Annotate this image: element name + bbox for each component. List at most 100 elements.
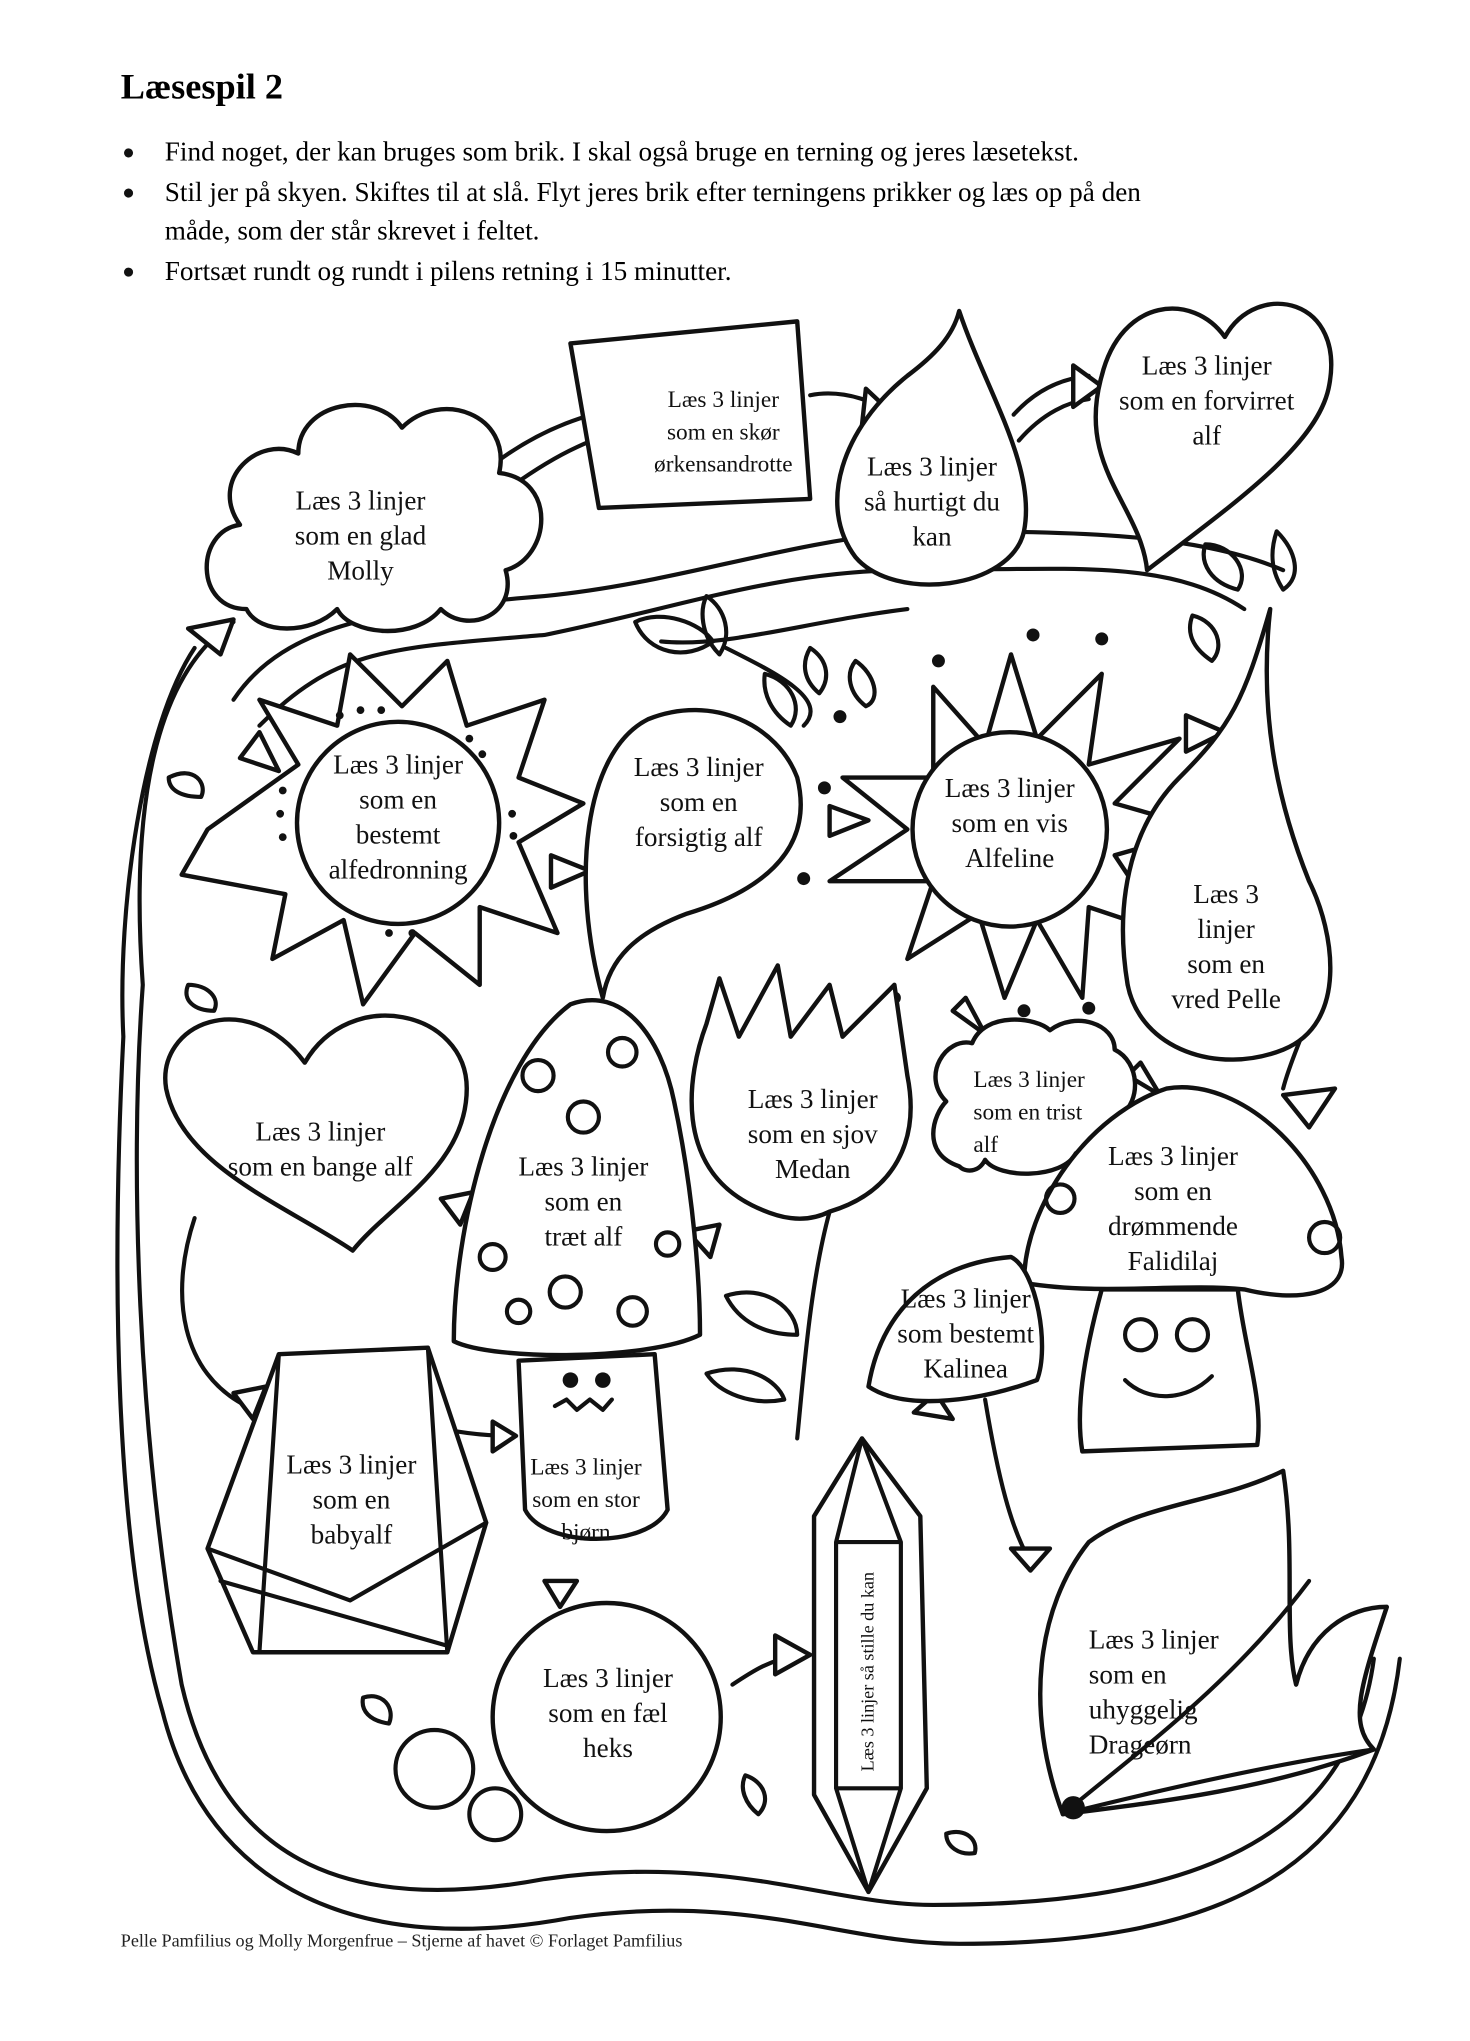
field-bestemt-kalinea: Læs 3 linjer som bestemt Kalinea (897, 1284, 1034, 1384)
field-text: bestemt (356, 820, 441, 850)
heart-icon (1093, 301, 1334, 573)
gem-icon (205, 1345, 489, 1655)
field-text: som en skør (667, 419, 780, 445)
arrow-icon (542, 1578, 580, 1610)
field-text: som en (313, 1484, 391, 1514)
square-icon (568, 319, 813, 511)
field-text: Læs 3 linjer (945, 773, 1075, 803)
arrow-icon (548, 853, 593, 890)
bubble-icon (467, 1786, 524, 1843)
eye-icon (1174, 1317, 1211, 1353)
field-traet-alf: Læs 3 linjer som en træt alf (518, 1151, 648, 1251)
field-text: Læs 3 linjer (867, 452, 997, 482)
field-alfeline: Læs 3 linjer som en vis Alfeline (945, 773, 1075, 873)
field-text: som en glad (295, 520, 427, 550)
field-text: som en (660, 787, 738, 817)
field-text: uhyggelig (1089, 1694, 1198, 1724)
field-text: Læs 3 linjer (973, 1067, 1085, 1093)
field-text: som en trist (973, 1100, 1082, 1126)
arrow-icon (1183, 713, 1228, 754)
field-text: Læs 3 linjer (1089, 1624, 1219, 1654)
field-text: som en (1187, 949, 1265, 979)
field-text: alf (1192, 420, 1222, 450)
field-text: Læs 3 linjer så stille du kan (858, 1572, 878, 1771)
field-uhyggelig-drageoern: Læs 3 linjer som en uhyggelig Drageørn (1089, 1624, 1219, 1759)
field-text: som en fæl (548, 1698, 668, 1728)
leaf-icon (704, 1209, 832, 1441)
eye-icon (595, 1372, 611, 1388)
field-forvirret-alf: Læs 3 linjer som en forvirret alf (1119, 351, 1295, 451)
field-text: ørkensandrotte (654, 452, 793, 478)
instruction-1: Find noget, der kan bruges som brik. I s… (165, 137, 1079, 167)
field-bange-alf: Læs 3 linjer som en bange alf (228, 1116, 414, 1181)
tulip-icon (689, 963, 913, 1221)
field-stille: Læs 3 linjer så stille du kan (858, 1572, 878, 1771)
arrow-icon (1071, 363, 1104, 410)
arrow-icon (950, 995, 988, 1037)
field-text: drømmende (1108, 1211, 1238, 1241)
field-text: som en bange alf (228, 1151, 414, 1181)
heart-icon (163, 1013, 469, 1253)
field-text: Læs 3 linjer (1108, 1141, 1238, 1171)
field-text: Læs 3 linjer (543, 1663, 673, 1693)
field-alfedronning: Læs 3 linjer som en bestemt alfedronning (329, 750, 468, 885)
field-stor-bjoern: Læs 3 linjer som en stor bjørn (530, 1455, 642, 1546)
eye-icon (562, 1372, 579, 1388)
field-text: som en vis (952, 808, 1068, 838)
bullet-icon (123, 148, 134, 158)
leaf-icon (583, 707, 803, 1001)
field-text: som en forvirret (1119, 385, 1295, 415)
star-flower-icon (797, 628, 1208, 1018)
field-text: Læs 3 linjer (333, 750, 463, 780)
field-trist-alf: Læs 3 linjer som en trist alf (973, 1067, 1085, 1158)
field-text: Læs 3 linjer (518, 1151, 648, 1181)
field-text: babyalf (311, 1519, 394, 1549)
arrow-icon (237, 729, 282, 774)
arrow-icon (1280, 1086, 1338, 1130)
circle-icon (490, 1600, 723, 1834)
mushroom-icon (451, 997, 703, 1542)
board-shapes (163, 301, 1390, 1895)
drop-icon (1120, 606, 1333, 1062)
arrow-icon (1008, 1546, 1053, 1573)
field-sjov-medan: Læs 3 linjer som en sjov Medan (748, 1084, 878, 1184)
leaf-icon (166, 771, 978, 1856)
field-babyalf: Læs 3 linjer som en babyalf (286, 1449, 416, 1549)
field-text: som en (359, 785, 437, 815)
field-text: Medan (775, 1154, 851, 1184)
field-text: Læs 3 linjer (668, 387, 780, 413)
field-text: som bestemt (897, 1319, 1034, 1349)
field-text: linjer (1197, 914, 1254, 944)
field-text: Læs 3 linjer (296, 485, 426, 515)
field-text: Læs 3 linjer (286, 1449, 416, 1479)
cloud-icon (204, 402, 544, 634)
arrow-icon (772, 1633, 813, 1677)
field-skoer-oerkensandrotte: Læs 3 linjer som en skør ørkensandrotte (654, 387, 793, 478)
flower-bud-icon (1038, 1468, 1390, 1820)
bullet-icon (123, 188, 134, 198)
field-text: som en sjov (748, 1119, 878, 1149)
field-text: som en (544, 1186, 622, 1216)
crystal-icon (811, 1436, 929, 1895)
field-text: Læs 3 linjer (748, 1084, 878, 1114)
eye-icon (1122, 1317, 1159, 1353)
field-text: Drageørn (1089, 1729, 1192, 1759)
arrow-icon (827, 803, 871, 839)
field-text: kan (912, 522, 952, 552)
field-text: Kalinea (923, 1354, 1008, 1384)
field-droemmende-falidilaj: Læs 3 linjer som en drømmende Falidilaj (1108, 1141, 1238, 1276)
field-hurtigt: Læs 3 linjer så hurtigt du kan (864, 452, 1000, 552)
sunflower-icon (179, 652, 586, 1007)
drop-icon (835, 308, 1029, 587)
bubble-icon (393, 1727, 476, 1810)
instruction-3: Fortsæt rundt og rundt i pilens retning … (165, 256, 732, 286)
field-text: Læs 3 linjer (1142, 351, 1272, 381)
field-text: bjørn (561, 1519, 611, 1545)
field-text: som en (1089, 1659, 1167, 1689)
field-text: Læs 3 (1193, 879, 1259, 909)
arrow-icon (185, 617, 236, 657)
board-fields: Læs 3 linjer som en glad Molly Læs 3 lin… (228, 351, 1295, 1772)
field-vred-pelle: Læs 3 linjer som en vred Pelle (1171, 879, 1281, 1014)
leaf-icon (1187, 529, 1297, 663)
